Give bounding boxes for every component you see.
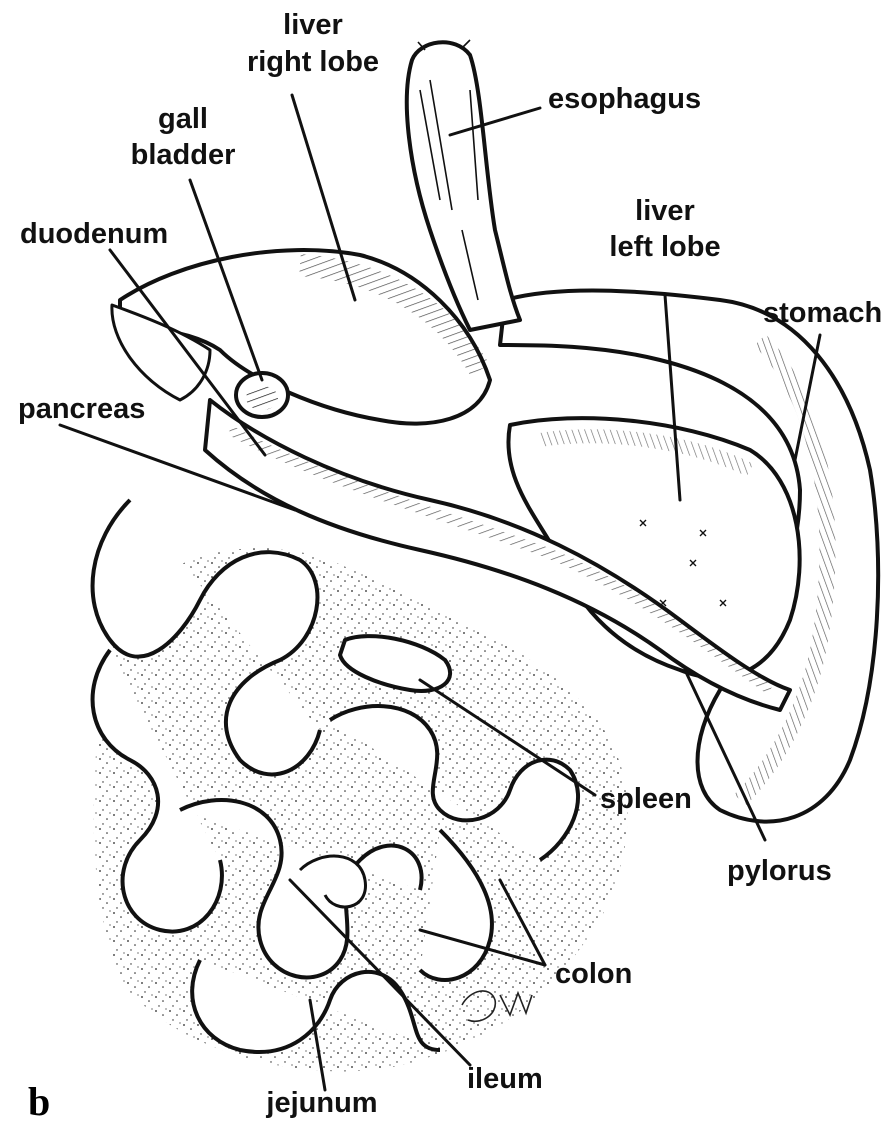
label-liver-right-lobe-1: liver bbox=[283, 9, 343, 41]
panel-letter: b bbox=[28, 1079, 50, 1124]
label-stomach: stomach bbox=[763, 297, 882, 329]
label-liver-left-lobe-1: liver bbox=[635, 195, 695, 227]
label-pylorus: pylorus bbox=[727, 855, 832, 887]
label-pancreas: pancreas bbox=[18, 393, 145, 425]
label-gall-bladder-2: bladder bbox=[131, 139, 236, 171]
label-ileum: ileum bbox=[467, 1063, 543, 1095]
label-gall-bladder-1: gall bbox=[158, 103, 208, 135]
liver-right-lobe-shape bbox=[112, 250, 490, 424]
label-jejunum: jejunum bbox=[265, 1087, 377, 1119]
label-esophagus: esophagus bbox=[548, 83, 701, 115]
label-duodenum: duodenum bbox=[20, 218, 168, 250]
label-colon: colon bbox=[555, 958, 632, 990]
label-liver-right-lobe-2: right lobe bbox=[247, 46, 379, 78]
label-liver-left-lobe-2: left lobe bbox=[609, 231, 720, 263]
label-spleen: spleen bbox=[600, 783, 692, 815]
